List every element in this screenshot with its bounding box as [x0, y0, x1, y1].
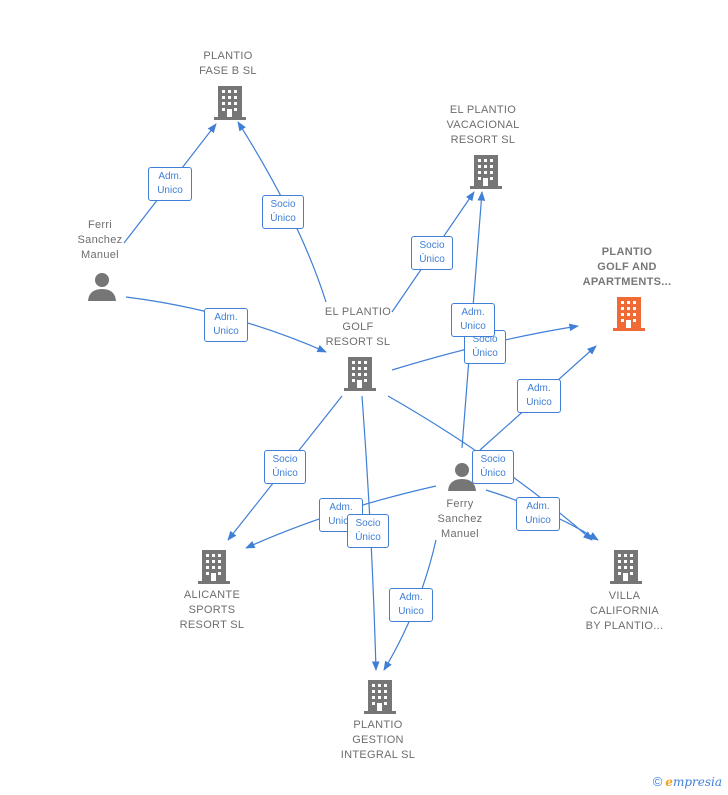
building-icon[interactable]: [198, 548, 230, 584]
building-icon-highlight[interactable]: [613, 295, 645, 331]
footer-brand: © empresia: [653, 774, 722, 789]
node-label-ferry-sanchez-manuel[interactable]: Ferry Sanchez Manuel: [437, 498, 483, 540]
edge-label-adm-unico[interactable]: Adm. Unico: [517, 379, 561, 413]
person-icon[interactable]: [447, 461, 477, 493]
building-icon[interactable]: [470, 153, 502, 189]
edge-label-socio-unico[interactable]: Socio Único: [264, 450, 306, 484]
brand-logo[interactable]: empresia: [665, 774, 722, 789]
building-icon[interactable]: [344, 355, 376, 391]
building-icon[interactable]: [214, 84, 246, 120]
building-icon[interactable]: [610, 548, 642, 584]
edge-label-socio-unico[interactable]: Socio Único: [262, 195, 304, 229]
edge-label-adm-unico[interactable]: Adm. Unico: [389, 588, 433, 622]
edge-label-socio-unico[interactable]: Socio Único: [411, 236, 453, 270]
edge-label-adm-unico[interactable]: Adm. Unico: [451, 303, 495, 337]
node-label-villa-california[interactable]: VILLA CALIFORNIA BY PLANTIO...: [585, 590, 664, 632]
edge-label-adm-unico[interactable]: Adm. Unico: [516, 497, 560, 531]
node-label-ferri-sanchez-manuel[interactable]: Ferri Sanchez Manuel: [77, 219, 123, 261]
person-icon[interactable]: [87, 271, 117, 303]
building-icon[interactable]: [364, 678, 396, 714]
node-label-el-plantio-golf-resort[interactable]: EL PLANTIO GOLF RESORT SL: [324, 306, 392, 348]
node-label-plantio-gestion-integral[interactable]: PLANTIO GESTION INTEGRAL SL: [340, 719, 416, 761]
node-label-alicante-sports-resort[interactable]: ALICANTE SPORTS RESORT SL: [179, 589, 245, 631]
node-label-el-plantio-vacacional[interactable]: EL PLANTIO VACACIONAL RESORT SL: [446, 104, 520, 146]
edge-label-adm-unico[interactable]: Adm. Unico: [204, 308, 248, 342]
edge-label-socio-unico[interactable]: Socio Único: [347, 514, 389, 548]
copyright-icon: ©: [652, 774, 663, 789]
node-label-plantio-fase-b[interactable]: PLANTIO FASE B SL: [199, 50, 257, 77]
edge-label-adm-unico[interactable]: Adm. Unico: [148, 167, 192, 201]
edge-label-socio-unico[interactable]: Socio Único: [472, 450, 514, 484]
node-label-plantio-golf-apartments[interactable]: PLANTIO GOLF AND APARTMENTS...: [582, 246, 672, 288]
